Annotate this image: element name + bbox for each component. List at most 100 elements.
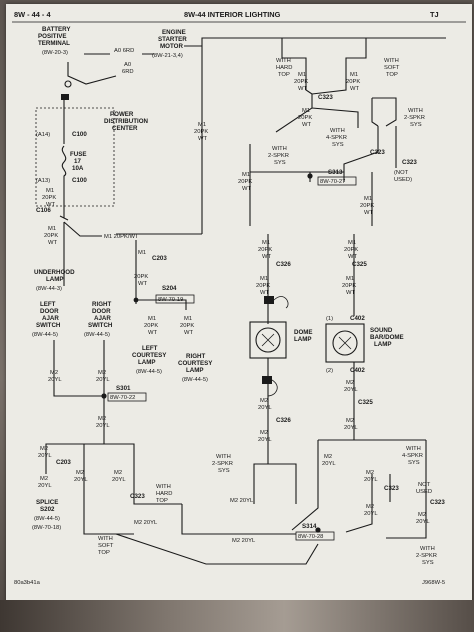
s313-ref-box [317,176,357,186]
c402-label-top: C402 [350,315,365,322]
with2-right-c: SYS [422,560,434,566]
s313-network [249,144,373,226]
courtesy-feed [135,240,187,310]
dome-return-switch-icon [267,379,278,397]
starter-label-3: MOTOR [160,43,183,50]
m1-gauge-m: 20PK [344,247,358,253]
desk-edge [0,600,474,632]
s204-splice-dot [133,297,139,303]
with-hard-3: TOP [278,72,290,78]
m1-label-c: M1 [48,226,56,232]
m2-gauge-h: 20YL [258,405,272,411]
m1-color-e: WT [148,330,157,336]
underhood-ref: (8W-44-3) [36,286,62,292]
page-code: 8W - 44 - 4 [14,10,51,19]
left-door-ref: (8W-44-5) [32,332,58,338]
m2-label-d: M2 [40,446,48,452]
m1-label-f: M1 [184,316,192,322]
right-courtesy-1: RIGHT [186,353,205,360]
m2-label-j: M2 [260,430,268,436]
s204-name: S204 [162,285,177,292]
m1-gauge-k: 20PK [360,203,374,209]
m1-label-o: M1 [346,276,354,282]
starter-label-1: ENGINE [162,29,186,36]
m1-gauge-n: 20PK [256,283,270,289]
s313-ref: 8W-70-27 [320,179,345,185]
battery-ref: (8W-20-3) [42,50,68,56]
starter-ref: (8W-21-3,4) [152,53,183,59]
m1-label-g: M1 [298,72,306,78]
c323-label-top: C323 [318,94,333,101]
m1-color-k: WT [364,210,373,216]
with2-right-a: WITH [420,546,435,552]
m1-gauge-a: 20PK [42,195,56,201]
sound-bar-box [325,323,365,363]
splice-label-1: SPLICE [36,499,58,506]
m1-label-m: M1 [348,240,356,246]
s301-name: S301 [116,385,131,392]
with-soft-2: SOFT [384,65,400,71]
with4-c: SYS [332,142,344,148]
soft-top-2: SOFT [98,543,114,549]
page-title: 8W-44 INTERIOR LIGHTING [184,10,281,19]
m1-color-f: WT [184,330,193,336]
s314-feeds [196,533,319,565]
with2-top-c: SYS [410,122,422,128]
m2-label-b: M2 [98,370,106,376]
c203-label-b: C203 [56,459,71,466]
m2-gauge-m: 20YL [364,477,378,483]
notused-bottom-2: USED [416,489,432,495]
m2-gauge-f: 20YL [74,477,88,483]
right-door-4: SWITCH [88,322,113,329]
m1-label-e: M1 [148,316,156,322]
m1-label-h: M1 [350,72,358,78]
c323-label-left: C323 [130,493,145,500]
m1-label-n: M1 [260,276,268,282]
c203-label: C203 [152,255,167,262]
starter-label-2: STARTER [158,36,187,43]
m1-color-i: WT [302,122,311,128]
notused-bottom-1: NOT [418,482,431,488]
with2-mid-b: 2-SPKR [268,153,289,159]
c323-label-mid: C323 [370,149,385,156]
sound-bar-filament-icon [338,336,352,350]
with2-right-b: 2-SPKR [416,553,437,559]
pdc-c100-bottom: C100 [72,177,87,184]
right-courtesy-ref: (8W-44-5) [182,377,208,383]
wire-a0-code: A0 [124,62,131,68]
m2-gauge-a: 20YL [48,377,62,383]
m2-label-l: M2 [324,454,332,460]
left-courtesy-1: LEFT [142,345,158,352]
m2-inline-b: M2 20YL [230,498,254,504]
m1-label-i: M1 [302,108,310,114]
lamp-feeds [267,234,355,324]
m1-gauge-j: 20PK [238,179,252,185]
footer-left-code: 80a3b41a [14,580,41,586]
m1-branch [63,221,102,237]
m1-gauge-e: 20PK [144,323,158,329]
s301-ref: 8W-70-22 [110,395,135,401]
s204-ref: 8W-70-19 [158,297,183,303]
m1-label-b: M1 [198,122,206,128]
with2-bottom-b: 2-SPKR [212,461,233,467]
c326-label-bottom: C326 [276,417,291,424]
m2-gauge-d: 20YL [38,453,52,459]
c402-label-bottom: C402 [350,367,365,374]
soft-top-1: WITH [98,536,113,542]
s314-ref-box [295,531,335,541]
with-soft-3: TOP [386,72,398,78]
m2-label-n: M2 [366,504,374,510]
with2-bottom-a: WITH [216,454,231,460]
m1-color-a: WT [46,202,55,208]
with2-top-a: WITH [408,108,423,114]
c325-label-bottom: C325 [358,399,373,406]
m2-gauge-l: 20YL [322,461,336,467]
m2-network-left [45,340,182,535]
with-soft-1: WITH [384,58,399,64]
left-door-3: AJAR [42,315,59,322]
m1-color-n: WT [260,290,269,296]
s314-ref: 8W-70-28 [298,534,323,540]
pdc-label-2: DISTRIBUTION [104,118,149,125]
right-door-ref: (8W-44-5) [84,332,110,338]
m2-inline-a: M2 20YL [134,520,158,526]
